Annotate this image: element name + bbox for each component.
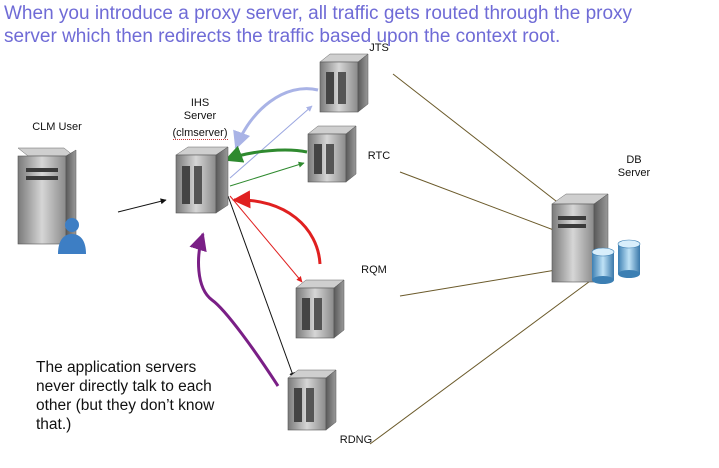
rdng-label: RDNG: [339, 434, 373, 446]
ihs-to-rdng-arrow: [227, 195, 295, 379]
ihs-to-rtc-arrow: [229, 161, 305, 187]
user-to-ihs-arrow: [117, 198, 167, 213]
db-server-label: DB Server: [606, 154, 662, 180]
ihs-to-jts-arrow: [229, 105, 313, 179]
rtc-return-curve: [224, 145, 308, 163]
rqm-label: RQM: [361, 264, 387, 276]
clm-user-label: CLM User: [32, 121, 82, 133]
jts-label: JTS: [369, 42, 389, 54]
rdng-return-curve: [189, 232, 280, 387]
rtc-server-icon: [307, 125, 357, 183]
header-line-2: server which then redirects the traffic …: [4, 26, 561, 47]
rqm-return-curve: [232, 190, 322, 265]
db-label-line-2: Server: [617, 167, 651, 179]
user-person-icon: [58, 218, 86, 254]
header-caption: When you introduce a proxy server, all t…: [4, 2, 716, 48]
jts-server-icon: [319, 53, 369, 113]
rdng-to-db-line: [369, 269, 606, 445]
return-curves: [189, 87, 322, 387]
database-cylinders-icon: [591, 239, 641, 284]
ihs-label-line-1: IHS: [190, 97, 210, 109]
ihs-server-label: IHS Server (clmserver): [160, 97, 240, 140]
ihs-label-line-2: Server: [183, 110, 217, 122]
ihs-server-icon: [175, 146, 229, 214]
header-line-1: When you introduce a proxy server, all t…: [4, 3, 633, 24]
note-text: The application servers never directly t…: [36, 359, 215, 433]
db-label-line-1: DB: [626, 154, 642, 166]
rdng-server-icon: [287, 369, 337, 431]
rtc-label: RTC: [367, 150, 391, 162]
rqm-server-icon: [295, 279, 345, 339]
ihs-to-rqm-arrow: [229, 195, 303, 283]
ihs-label-line-3: (clmserver): [172, 127, 228, 140]
jts-return-curve: [233, 87, 319, 150]
